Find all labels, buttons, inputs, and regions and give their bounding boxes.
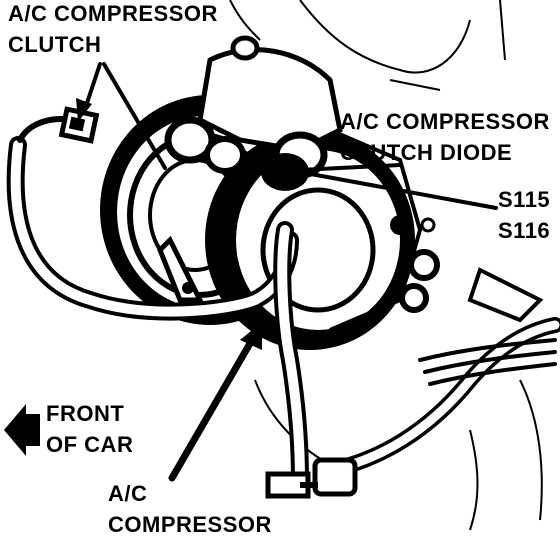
label-front-line2: OF CAR (46, 432, 134, 457)
label-clutch-diode: A/C COMPRESSOR CLUTCH DIODE (340, 106, 550, 168)
label-diode-line1: A/C COMPRESSOR (340, 109, 550, 134)
bottom-connector (265, 457, 358, 499)
label-splices: S115 S116 (498, 184, 550, 246)
compressor-fittings (390, 215, 440, 313)
engine-outline (229, 0, 543, 531)
leader-lines (82, 62, 498, 482)
label-splice-s115: S115 (498, 187, 551, 212)
label-compressor-line1: A/C (108, 481, 148, 506)
label-compressor-clutch: A/C COMPRESSOR CLUTCH (8, 0, 218, 60)
label-clutch-line2: CLUTCH (8, 32, 102, 57)
label-front-line1: FRONT (46, 401, 125, 426)
label-clutch-line1: A/C COMPRESSOR (8, 1, 218, 26)
front-of-car-arrow (4, 404, 40, 456)
label-compressor: A/C COMPRESSOR (108, 478, 272, 540)
label-diode-line2: CLUTCH DIODE (340, 140, 513, 165)
label-front-of-car: FRONT OF CAR (46, 398, 133, 460)
clutch-diode (261, 153, 309, 191)
label-splice-s116: S116 (498, 218, 551, 243)
arrowheads (76, 98, 262, 350)
label-compressor-line2: COMPRESSOR (108, 512, 272, 537)
